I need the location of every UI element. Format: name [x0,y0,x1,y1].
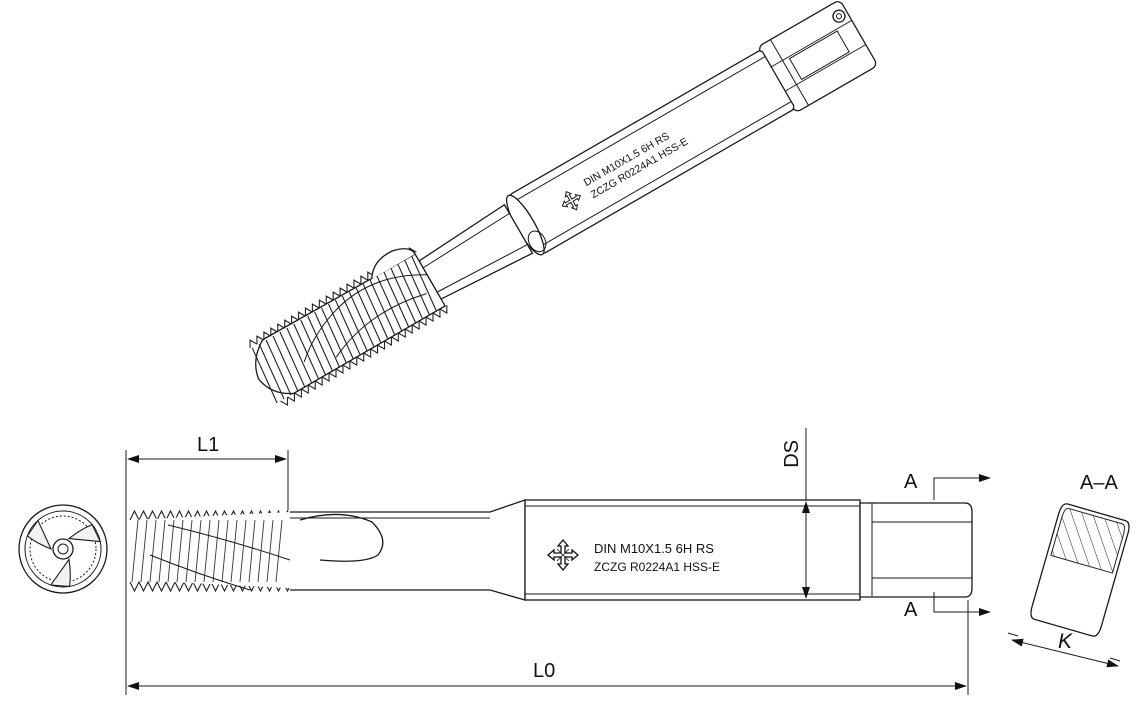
marking-line2: ZCZG R0224A1 HSS-E [594,560,720,574]
dimension-lines: L1 L0 DS A A [125,428,991,695]
tap-3d-shank [506,50,795,256]
tap-end-view [18,504,108,594]
side-square-drive [859,502,973,598]
dim-k-label: K [1058,630,1073,653]
tap-3d-view: DIN M10X1.5 6H RS ZCZG R0224A1 HSS-E [249,1,877,407]
logo-emblem-icon [561,191,582,211]
side-engraving: DIN M10X1.5 6H RS ZCZG R0224A1 HSS-E [546,538,720,574]
section-arrow-bottom [933,592,991,616]
dim-l1-label: L1 [197,434,219,456]
dim-l0-label: L0 [533,660,555,682]
side-threaded-section [129,509,293,593]
dim-k-line [1011,638,1119,668]
section-arrow-top [933,474,991,500]
logo-emblem-icon [546,538,580,572]
tap-side-view: DIN M10X1.5 6H RS ZCZG R0224A1 HSS-E [129,499,973,601]
section-a-bottom-label: A [904,599,918,621]
marking-line1: DIN M10X1.5 6H RS [594,541,714,556]
dim-ds-label: DS [781,440,803,468]
tap-3d-threaded-section [249,247,448,407]
side-neck [290,499,526,601]
section-title: A–A [1080,472,1118,494]
section-a-a-view: A–A K [1007,472,1130,668]
section-a-top-label: A [904,471,918,493]
